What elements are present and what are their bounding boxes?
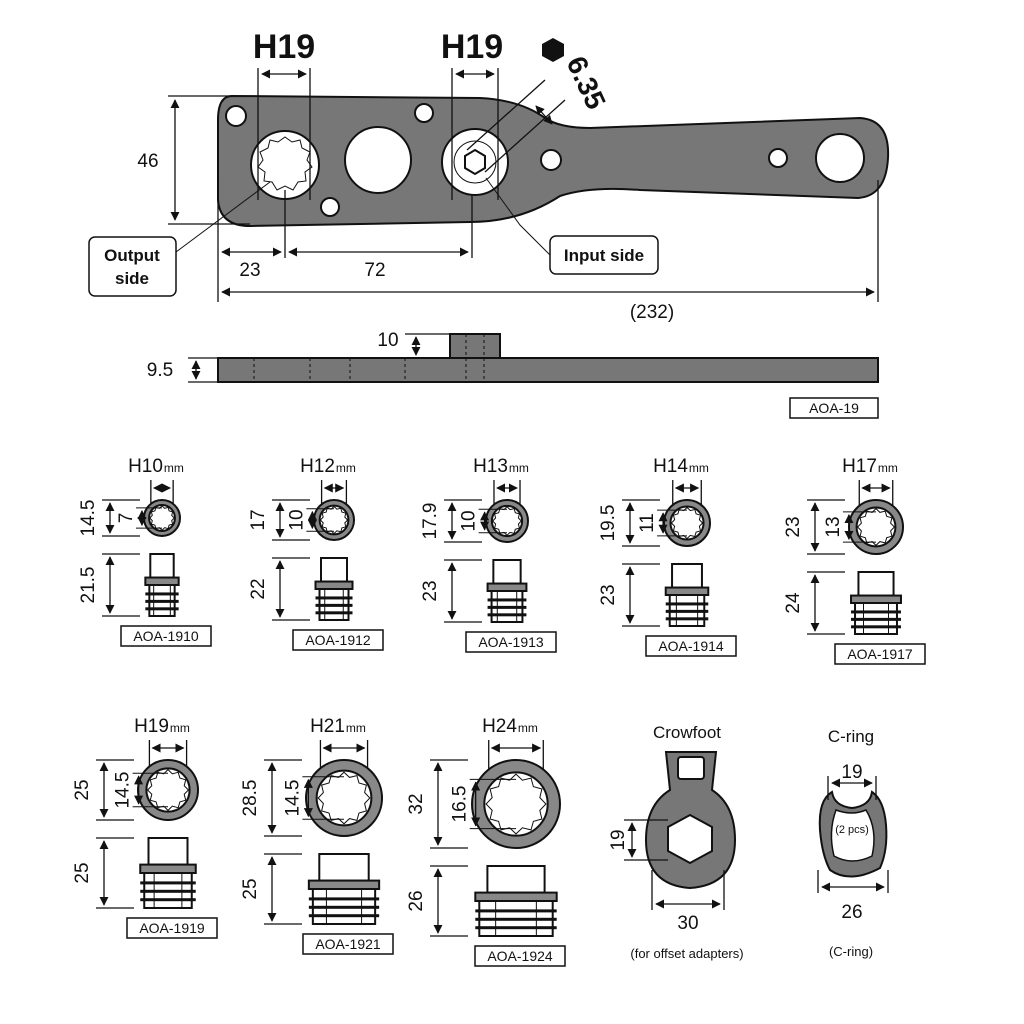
cring-caption: (C-ring): [829, 944, 873, 959]
adapter-height-dim: 24: [783, 592, 804, 614]
crowfoot-drawing: [624, 751, 737, 910]
adapter-outer-dim: 14.5: [78, 500, 99, 537]
hex-icon: [542, 38, 564, 62]
adapter-model-label: AOA-1917: [847, 646, 913, 662]
crowfoot-dim-19: 19: [608, 829, 629, 850]
input-hex-label: H19: [441, 28, 503, 66]
adapter-outer-dim: 17.9: [420, 503, 441, 540]
crowfoot-dim-30: 30: [677, 913, 698, 934]
output-side-line2: side: [115, 269, 149, 288]
crowfoot-note: (for offset adapters): [630, 946, 743, 961]
output-side-line1: Output: [104, 246, 160, 265]
input-side-label: Input side: [564, 246, 644, 265]
adapter-height-dim: 26: [406, 890, 427, 911]
adapter-size-label: H17mm: [842, 456, 898, 477]
wrench-model-label: AOA-19: [809, 400, 859, 416]
input-side-callout: Input side: [549, 235, 659, 275]
adapter-size-label: H14mm: [653, 456, 709, 477]
adapter-height-dim: 23: [420, 580, 441, 601]
adapter-inner-dim: 16.5: [450, 786, 471, 823]
adapter-size-label: H24mm: [482, 716, 538, 737]
adapter-height-dim: 23: [598, 584, 619, 605]
crowfoot-title: Crowfoot: [653, 723, 721, 742]
adapter-size-label: H12mm: [300, 456, 356, 477]
adapter-model-label: AOA-1913: [478, 634, 544, 650]
adapter-outer-dim: 23: [783, 516, 804, 537]
dim-height-label: 46: [137, 151, 158, 172]
adapter-model-label: AOA-1910: [133, 628, 199, 644]
adapter-size-label: H19mm: [134, 716, 190, 737]
adapter-model-label: AOA-1921: [315, 936, 381, 952]
adapter-height-dim: 21.5: [78, 567, 99, 604]
adapter-size-unit: mm: [689, 461, 709, 475]
adapter-size-unit: mm: [164, 461, 184, 475]
adapter-size-label: H21mm: [310, 716, 366, 737]
adapter-outer-dim: 32: [406, 793, 427, 814]
adapter-size-unit: mm: [518, 721, 538, 735]
adapter-size-unit: mm: [170, 721, 190, 735]
dim-23-label: 23: [239, 260, 260, 281]
adapter-model-label: AOA-1914: [658, 638, 724, 654]
adapter-outer-dim: 19.5: [598, 505, 619, 542]
side-dim-10: 10: [377, 330, 398, 351]
dim-total-label: (232): [630, 302, 674, 323]
adapter-inner-dim: 14.5: [113, 772, 134, 809]
side-dim-9-5: 9.5: [147, 360, 173, 381]
wrench-side-view: [188, 333, 879, 383]
adapter-size-label: H13mm: [473, 456, 529, 477]
cring-title: C-ring: [828, 727, 874, 746]
adapter-outer-dim: 17: [248, 509, 269, 530]
cring-dim-26: 26: [841, 902, 862, 923]
output-hex-label: H19: [253, 28, 315, 66]
adapter-size-unit: mm: [878, 461, 898, 475]
adapter-inner-dim: 10: [459, 510, 480, 531]
adapter-model-label: AOA-1919: [139, 920, 205, 936]
adapter-size-unit: mm: [509, 461, 529, 475]
cring-drawing: [817, 776, 889, 893]
adapter-height-dim: 25: [72, 862, 93, 883]
adapter-inner-dim: 7: [116, 513, 137, 524]
adapter-model-label: AOA-1924: [487, 948, 553, 964]
adapter-inner-dim: 10: [286, 509, 307, 530]
cring-pcs-label: (2 pcs): [835, 824, 869, 836]
cring-dim-19: 19: [841, 762, 862, 783]
output-side-callout: Output side: [88, 236, 177, 297]
dim-72-label: 72: [364, 260, 385, 281]
wrench-plan-view: [217, 94, 890, 228]
adapter-height-dim: 25: [240, 878, 261, 899]
adapter-height-dim: 22: [248, 578, 269, 599]
drive-size-label: 6.35: [561, 51, 612, 113]
adapter-size-label: H10mm: [128, 456, 184, 477]
adapter-outer-dim: 25: [72, 779, 93, 800]
adapter-size-unit: mm: [346, 721, 366, 735]
adapter-inner-dim: 13: [823, 516, 844, 537]
adapter-size-unit: mm: [336, 461, 356, 475]
adapter-inner-dim: 11: [637, 513, 658, 533]
adapter-inner-dim: 14.5: [282, 780, 303, 817]
adapter-outer-dim: 28.5: [240, 780, 261, 817]
adapter-model-label: AOA-1912: [305, 632, 371, 648]
wrench-plan-dimensions: [168, 68, 879, 302]
